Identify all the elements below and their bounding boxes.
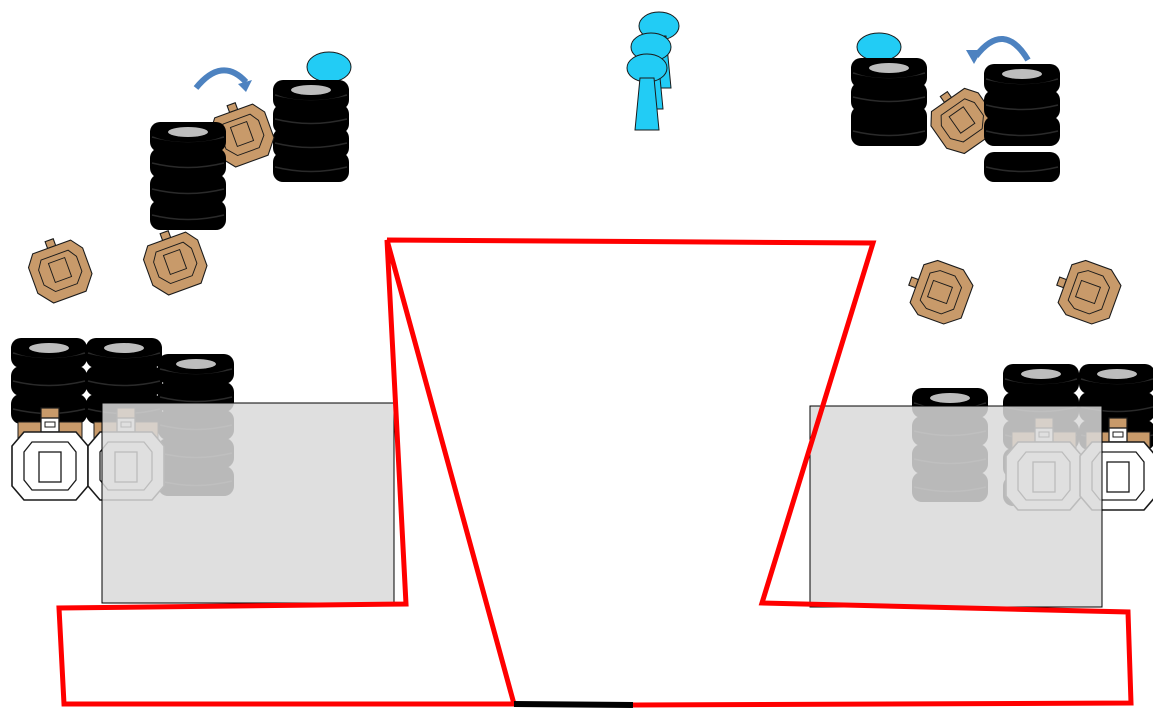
cardboard-target: [899, 253, 978, 330]
upper-left-array: [149, 51, 352, 231]
barrel-stack: [983, 63, 1061, 183]
barrel-stack: [149, 121, 227, 231]
cardboard-target: [136, 221, 213, 300]
barrel-stack: [157, 353, 235, 497]
no-shoot-target: [11, 407, 89, 501]
barrel-stack: [10, 337, 88, 425]
swing-arrow-icon: [193, 67, 249, 90]
barrel-stack: [272, 79, 350, 183]
cardboard-target: [21, 229, 98, 308]
shooting-area-fault-line: [56, 237, 1134, 708]
barrel-stack: [911, 387, 989, 503]
steel-popper-group: [626, 11, 680, 131]
barrel-stack: [1002, 363, 1080, 507]
lower-right-array: [911, 363, 1153, 511]
swinger-popper: [306, 51, 352, 83]
upper-right-array: [850, 32, 1061, 183]
start-position-line: [513, 701, 634, 708]
lower-left-array: [10, 337, 235, 501]
barrel-stack: [850, 57, 928, 147]
swing-arrow-icon: [973, 36, 1031, 62]
swinger-popper: [856, 32, 902, 62]
barrel-stack: [85, 337, 163, 425]
cardboard-target: [1047, 253, 1126, 330]
barrel-stack: [1078, 363, 1153, 451]
vision-barrier: [809, 405, 1103, 608]
vision-barrier: [101, 402, 395, 604]
